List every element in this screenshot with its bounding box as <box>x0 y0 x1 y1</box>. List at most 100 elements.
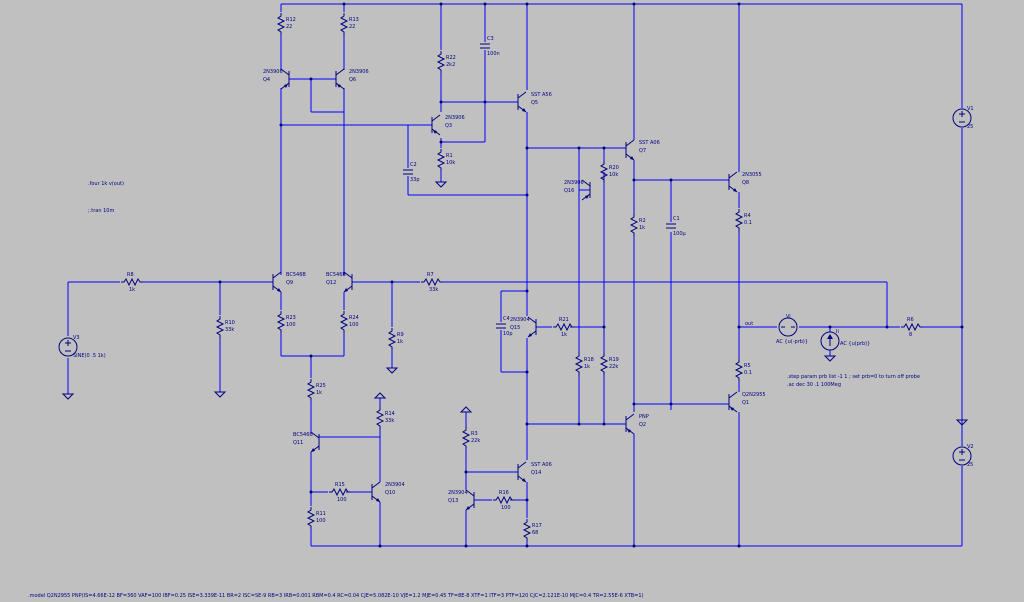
resistor-value: 22k <box>471 438 480 444</box>
resistor-value: 1k <box>129 287 135 293</box>
resistor-body <box>276 311 286 333</box>
transistor-name: Q16 <box>564 188 574 194</box>
resistor-name: R8 <box>127 272 134 278</box>
resistor-value: 33k <box>429 287 438 293</box>
wires <box>67 3 963 547</box>
resistor-name: R24 <box>349 315 359 321</box>
resistor-r5[interactable]: R50.1 <box>734 359 752 381</box>
transistor-name: Q11 <box>293 440 303 446</box>
resistor-body <box>461 427 471 449</box>
resistor-r6[interactable]: R68 <box>901 317 923 338</box>
resistor-value: 2k2 <box>446 62 455 68</box>
resistor-r4[interactable]: R40.1 <box>734 209 752 231</box>
transistor-model: BC546B <box>326 272 346 278</box>
resistor-name: R12 <box>286 17 296 23</box>
resistor-value: 100 <box>501 505 511 511</box>
resistor-name: R11 <box>316 511 326 517</box>
voltage-source-icon <box>58 337 78 357</box>
transistor-lead <box>728 171 738 179</box>
resistor-body <box>329 487 351 497</box>
transistor-arrow-icon <box>627 429 631 433</box>
resistor-value: 10k <box>609 172 618 178</box>
ground-icon <box>61 393 75 400</box>
transistor-name: Q10 <box>385 490 395 496</box>
ground-symbols <box>61 181 969 426</box>
resistor-r8[interactable]: R8 1k <box>121 272 143 293</box>
resistor-value: 100 <box>337 497 347 503</box>
directive-ac: .ac dec 30 .1 100Meg <box>787 382 841 388</box>
resistor-name: R25 <box>316 383 326 389</box>
transistor-lead <box>527 316 537 324</box>
source-name: V1 <box>967 106 974 112</box>
transistor-model: 2N3904 <box>510 317 530 323</box>
source-value: 25 <box>967 124 973 130</box>
transistor-model: 2N3906 <box>445 115 465 121</box>
transistor-model: SST A56 <box>531 92 552 98</box>
arrow-up-icon <box>827 334 833 339</box>
transistor-model: 2N3906 <box>564 180 584 186</box>
transistor-name: Q7 <box>639 148 646 154</box>
resistor-name: R2 <box>639 218 646 224</box>
directive-four: .four 1k v(out) <box>88 181 124 187</box>
resistor-value: 1k <box>316 390 322 396</box>
resistor-body <box>574 353 584 375</box>
resistor-value: 100 <box>349 322 359 328</box>
resistor-value: 33k <box>385 418 394 424</box>
transistor-lead <box>581 179 591 187</box>
source-v1[interactable]: V1 25 <box>952 106 974 130</box>
transistor-model: 2N3904 <box>448 490 468 496</box>
resistor-body <box>306 379 316 401</box>
transistor-name: Q15 <box>510 325 520 331</box>
transistor-arrow-icon <box>466 506 470 510</box>
resistor-value: 68 <box>532 530 538 536</box>
capacitor-value: 10p <box>503 331 513 337</box>
transistor-name: Q4 <box>263 77 270 83</box>
